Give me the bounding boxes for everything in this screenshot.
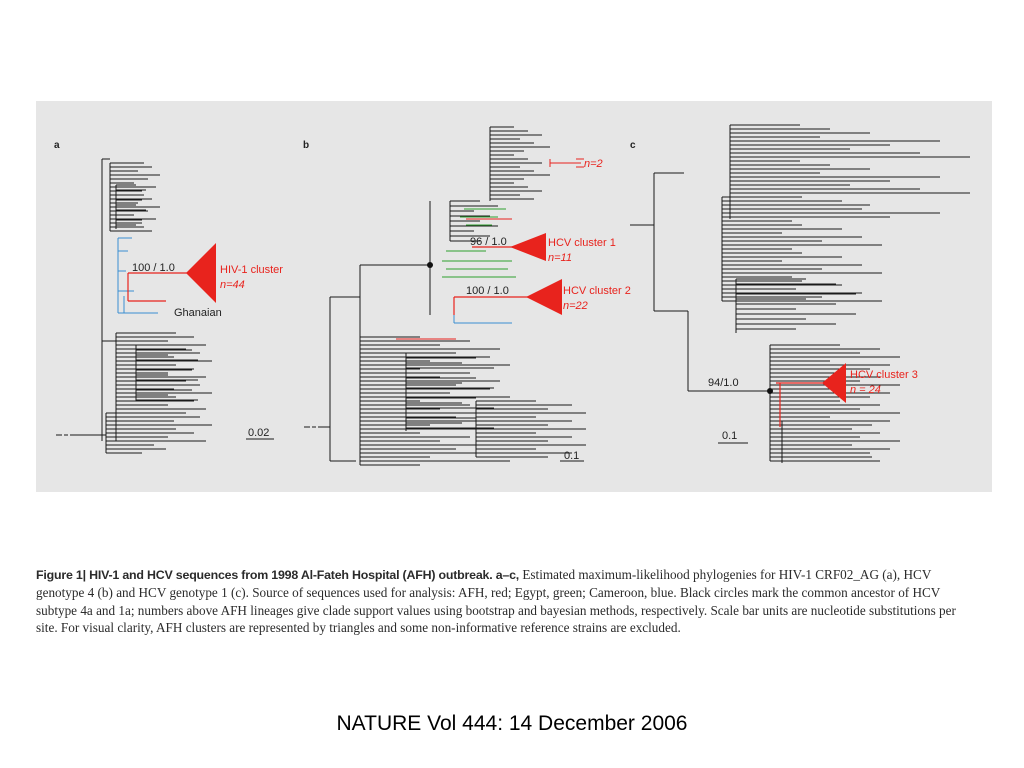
panel-a-scale-label: 0.02 <box>248 427 269 439</box>
panel-b-backbone <box>318 201 431 462</box>
panel-a-cluster-n: n=44 <box>220 279 245 291</box>
figure-panel: a 100 / 1.0 HIV-1 cluster n=44 Ghanaian … <box>36 101 992 492</box>
panel-a-cameroon-branches <box>117 237 158 314</box>
panel-b-afh-branches <box>396 218 512 340</box>
phylogeny-figure: a 100 / 1.0 HIV-1 cluster n=44 Ghanaian … <box>54 124 970 466</box>
panel-a: a 100 / 1.0 HIV-1 cluster n=44 Ghanaian … <box>54 140 283 454</box>
panel-c-lower-clade <box>769 344 900 462</box>
panel-b-lower-subclade <box>405 352 494 431</box>
panel-b-cluster2-stem <box>453 296 530 315</box>
panel-a-lower-subclade <box>135 344 198 401</box>
panel-b-label: b <box>303 140 309 151</box>
panel-b-scale-label: 0.1 <box>564 450 579 462</box>
panel-c: c 94/1.0 HCV cluster 3 n = 24 0.1 <box>630 124 970 463</box>
panel-c-mid-subclade <box>735 278 856 333</box>
panel-a-tree <box>70 158 212 454</box>
panel-b-cluster2-name: HCV cluster 2 <box>563 285 631 297</box>
panel-b-cluster1-support: 96 / 1.0 <box>470 236 507 248</box>
panel-c-support: 94/1.0 <box>708 377 739 389</box>
panel-b-top-clade <box>489 126 550 201</box>
caption-body: Estimated maximum-likelihood phylogenies… <box>36 567 956 636</box>
panel-b-tree <box>318 126 586 466</box>
panel-b-lower-clade <box>359 336 510 466</box>
panel-c-label: c <box>630 140 636 151</box>
panel-a-bottom-clade <box>105 412 178 454</box>
panel-a-upper-clade <box>109 162 160 232</box>
panel-a-label: a <box>54 140 60 151</box>
panel-b-cluster2-n: n=22 <box>563 300 588 312</box>
caption-lead: Figure 1| HIV-1 and HCV sequences from 1… <box>36 568 520 582</box>
panel-b-small-n: n=2 <box>584 158 603 170</box>
panel-c-cluster-n: n = 24 <box>850 384 881 396</box>
panel-c-cluster-name: HCV cluster 3 <box>850 369 918 381</box>
panel-b-afh-small <box>549 158 584 168</box>
panel-c-cluster-stem <box>776 382 828 427</box>
panel-b-cluster2-triangle <box>526 279 562 315</box>
figure-caption: Figure 1| HIV-1 and HCV sequences from 1… <box>36 566 956 637</box>
panel-a-cluster-name: HIV-1 cluster <box>220 264 283 276</box>
panel-b-cameroon-branches <box>453 315 512 324</box>
panel-c-cluster-triangle <box>822 363 846 403</box>
panel-b-cluster1-n: n=11 <box>548 252 572 264</box>
citation-footer: NATURE Vol 444: 14 December 2006 <box>336 712 688 735</box>
panel-b-upper-mid <box>449 200 498 242</box>
panel-b-cluster1-triangle <box>510 233 546 261</box>
panel-c-backbone <box>630 172 771 453</box>
panel-c-scale-label: 0.1 <box>722 430 737 442</box>
panel-b: b 96 / 1.0 HCV cluster 1 n=11 100 / 1.0 … <box>303 126 631 466</box>
panel-b-egypt-branches <box>442 208 516 278</box>
panel-a-mid-clade <box>115 184 146 229</box>
panel-a-support: 100 / 1.0 <box>132 262 175 274</box>
panel-b-right-subclade <box>475 400 586 458</box>
panel-a-outgroup-label: Ghanaian <box>174 307 222 319</box>
panel-c-tree <box>630 124 970 463</box>
panel-a-cluster-stem <box>127 272 190 302</box>
panel-b-cluster2-support: 100 / 1.0 <box>466 285 509 297</box>
panel-b-ancestor-circle <box>427 262 433 268</box>
panel-b-cluster1-name: HCV cluster 1 <box>548 237 616 249</box>
panel-a-backbone <box>70 158 116 441</box>
panel-c-ancestor-circle <box>767 388 773 394</box>
panel-c-lower-subclade <box>781 420 872 463</box>
panel-a-cluster-triangle <box>186 243 216 303</box>
